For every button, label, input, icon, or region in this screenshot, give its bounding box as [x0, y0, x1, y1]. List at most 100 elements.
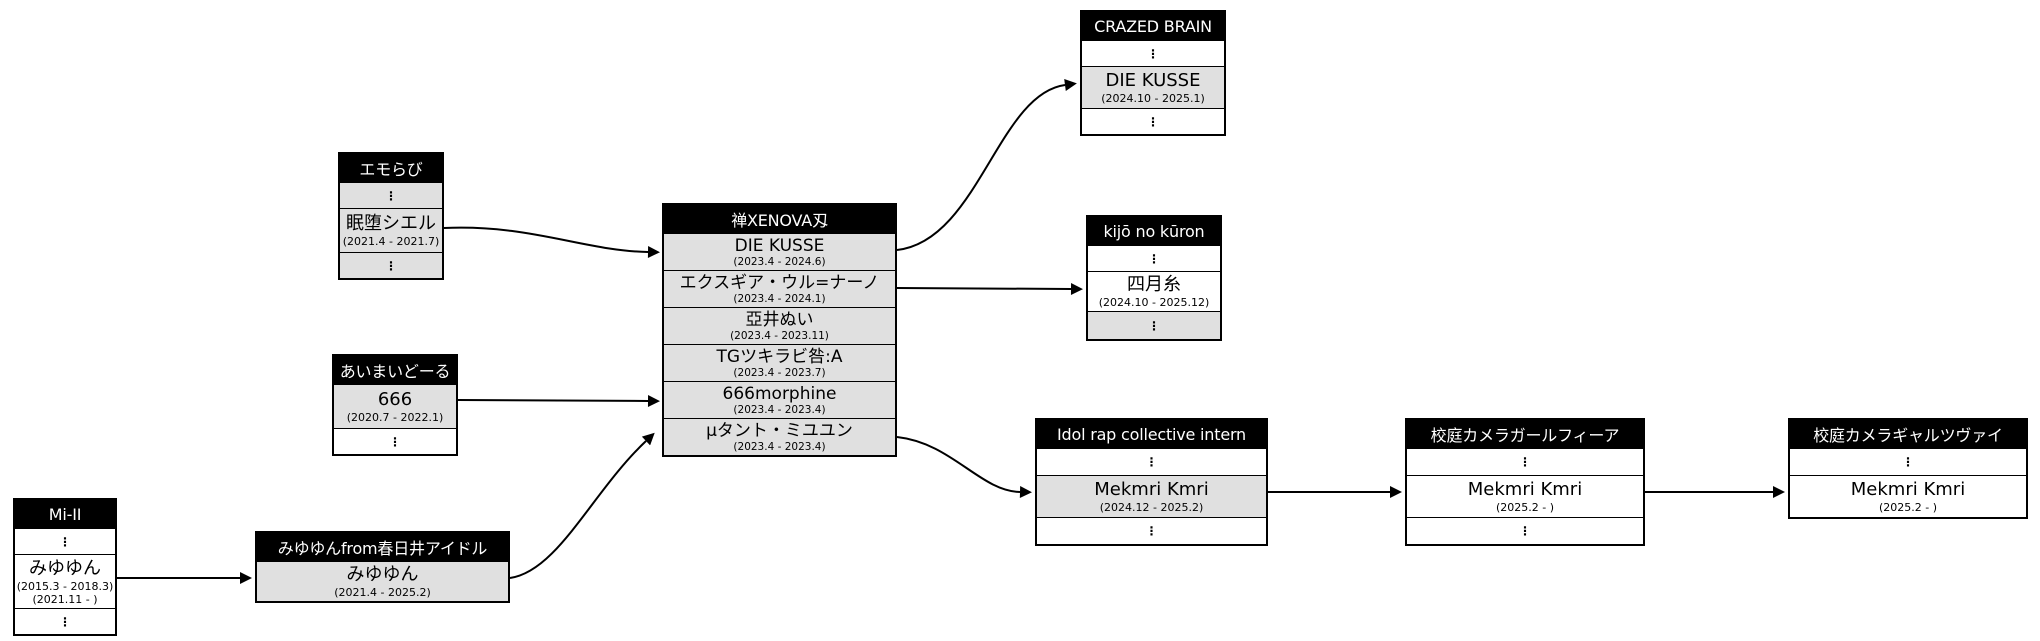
member-name: DIE KUSSE [734, 236, 825, 256]
member-name: 亞井ぬい [745, 310, 814, 330]
member-name: みゆゆん [346, 564, 419, 585]
member-name: みゆゆん [29, 557, 101, 579]
vertical-ellipsis: ⋮ [1148, 318, 1160, 333]
vertical-ellipsis: ⋮ [1147, 114, 1159, 129]
member-row: みゆゆん(2015.3 - 2018.3)(2021.11 - ) [15, 554, 115, 608]
vertical-ellipsis: ⋮ [59, 534, 71, 549]
dots-row: ⋮ [340, 182, 442, 208]
vertical-ellipsis: ⋮ [1519, 455, 1531, 469]
member-row: Mekmri Kmri(2024.12 - 2025.2) [1037, 475, 1266, 517]
group-title: Mi-II [15, 500, 115, 528]
member-dates: (2024.10 - 2025.1) [1101, 92, 1205, 105]
member-dates: (2023.4 - 2023.11) [730, 330, 829, 342]
group-title: 校庭カメラギャルツヴァイ [1790, 420, 2026, 448]
dots-row: ⋮ [1407, 448, 1643, 475]
member-dates: (2021.11 - ) [32, 592, 98, 606]
member-dates: (2025.2 - ) [1878, 501, 1938, 514]
edge-aimaidoll-to-zen-xenova [457, 395, 660, 407]
member-dates: (2023.4 - 2023.7) [733, 367, 826, 379]
dots-row: ⋮ [1037, 448, 1266, 475]
dots-row: ⋮ [1037, 517, 1266, 544]
dots-row: ⋮ [1088, 245, 1220, 271]
edge-zen-xenova-to-idol-rap [896, 436, 1032, 498]
group-node-emorabi: エモらび ⋮ 眠堕シエル(2021.4 - 2021.7) ⋮ [338, 152, 444, 280]
vertical-ellipsis: ⋮ [1148, 251, 1160, 266]
member-name: μタント・ミユユン [706, 421, 853, 441]
edge-zen-xenova-to-crazed-brain [896, 79, 1077, 251]
member-row: エクスギア・ウル=ナーノ(2023.4 - 2024.1) [664, 270, 895, 307]
member-row: 亞井ぬい(2023.4 - 2023.11) [664, 307, 895, 344]
group-node-miyuyun-from: みゆゆんfrom春日井アイドルみゆゆん(2021.4 - 2025.2) [255, 531, 510, 603]
vertical-ellipsis: ⋮ [1519, 524, 1531, 538]
member-name: Mekmri Kmri [1467, 479, 1583, 500]
edge-emorabi-to-zen-xenova [443, 226, 660, 258]
member-name: TGツキラビ咎:A [716, 347, 843, 367]
vertical-ellipsis: ⋮ [59, 614, 71, 629]
dots-row: ⋮ [334, 428, 456, 454]
member-row: DIE KUSSE(2024.10 - 2025.1) [1082, 66, 1224, 108]
group-node-kotei-camera-gal-zwei: 校庭カメラギャルツヴァイ ⋮ Mekmri Kmri(2025.2 - ) [1788, 418, 2028, 519]
member-row: TGツキラビ咎:A(2023.4 - 2023.7) [664, 344, 895, 381]
member-name: 666morphine [722, 384, 837, 404]
dots-row: ⋮ [1088, 311, 1220, 339]
member-dates: (2023.4 - 2023.4) [733, 441, 826, 453]
member-row: μタント・ミユユン(2023.4 - 2023.4) [664, 418, 895, 455]
member-row: Mekmri Kmri(2025.2 - ) [1407, 475, 1643, 517]
group-node-crazed-brain: CRAZED BRAIN ⋮ DIE KUSSE(2024.10 - 2025.1)… [1080, 10, 1226, 136]
member-name: DIE KUSSE [1105, 70, 1201, 91]
group-title: 校庭カメラガールフィーア [1407, 420, 1643, 448]
vertical-ellipsis: ⋮ [389, 434, 401, 449]
member-dates: (2023.4 - 2024.1) [733, 293, 826, 305]
vertical-ellipsis: ⋮ [1147, 46, 1159, 61]
dots-row: ⋮ [1082, 108, 1224, 134]
member-row: 眠堕シエル(2021.4 - 2021.7) [340, 208, 442, 252]
member-name: Mekmri Kmri [1850, 479, 1966, 500]
group-title: CRAZED BRAIN [1082, 12, 1224, 40]
member-name: 666 [377, 389, 413, 410]
member-row: 666(2020.7 - 2022.1) [334, 384, 456, 428]
member-dates: (2024.12 - 2025.2) [1099, 501, 1204, 514]
group-title: 禅XENOVA刄 [664, 205, 895, 233]
member-row: 666morphine(2023.4 - 2023.4) [664, 381, 895, 418]
vertical-ellipsis: ⋮ [385, 258, 397, 273]
edge-miyuyun-from-to-zen-xenova [509, 432, 655, 579]
group-title: Idol rap collective intern [1037, 420, 1266, 448]
edge-zen-xenova-to-kijo-no-kuron [896, 283, 1083, 295]
member-name: エクスギア・ウル=ナーノ [679, 273, 880, 293]
member-row: DIE KUSSE(2023.4 - 2024.6) [664, 233, 895, 270]
member-row: Mekmri Kmri(2025.2 - ) [1790, 475, 2026, 517]
member-row: 四月糸(2024.10 - 2025.12) [1088, 271, 1220, 311]
group-title: エモらび [340, 154, 442, 182]
member-name: 四月糸 [1127, 274, 1181, 295]
vertical-ellipsis: ⋮ [385, 188, 397, 203]
member-dates: (2020.7 - 2022.1) [346, 411, 444, 424]
member-dates: (2023.4 - 2023.4) [733, 404, 826, 416]
member-name: 眠堕シエル [346, 213, 436, 234]
member-dates: (2015.3 - 2018.3) [16, 579, 114, 593]
member-dates: (2021.4 - 2025.2) [334, 586, 431, 599]
member-row: みゆゆん(2021.4 - 2025.2) [257, 561, 508, 601]
group-title: あいまいどーる [334, 356, 456, 384]
group-title: kijō no kūron [1088, 217, 1220, 245]
member-dates: (2021.4 - 2021.7) [342, 235, 440, 248]
member-dates: (2025.2 - ) [1495, 501, 1555, 514]
member-name: Mekmri Kmri [1094, 479, 1209, 500]
group-node-mi-ii: Mi-II ⋮ みゆゆん(2015.3 - 2018.3)(2021.11 - ) ⋮ [13, 498, 117, 636]
vertical-ellipsis: ⋮ [1145, 524, 1158, 538]
group-node-kotei-camera-girl-fia: 校庭カメラガールフィーア ⋮ Mekmri Kmri(2025.2 - ) ⋮ [1405, 418, 1645, 546]
dots-row: ⋮ [1790, 448, 2026, 475]
member-dates: (2024.10 - 2025.12) [1098, 296, 1210, 309]
member-dates: (2023.4 - 2024.6) [733, 256, 826, 268]
group-title: みゆゆんfrom春日井アイドル [257, 533, 508, 561]
dots-row: ⋮ [1082, 40, 1224, 66]
vertical-ellipsis: ⋮ [1902, 455, 1914, 469]
dots-row: ⋮ [1407, 517, 1643, 544]
dots-row: ⋮ [15, 608, 115, 634]
group-node-idol-rap: Idol rap collective intern ⋮ Mekmri Kmri(2… [1035, 418, 1268, 546]
dots-row: ⋮ [15, 528, 115, 554]
vertical-ellipsis: ⋮ [1145, 455, 1158, 469]
